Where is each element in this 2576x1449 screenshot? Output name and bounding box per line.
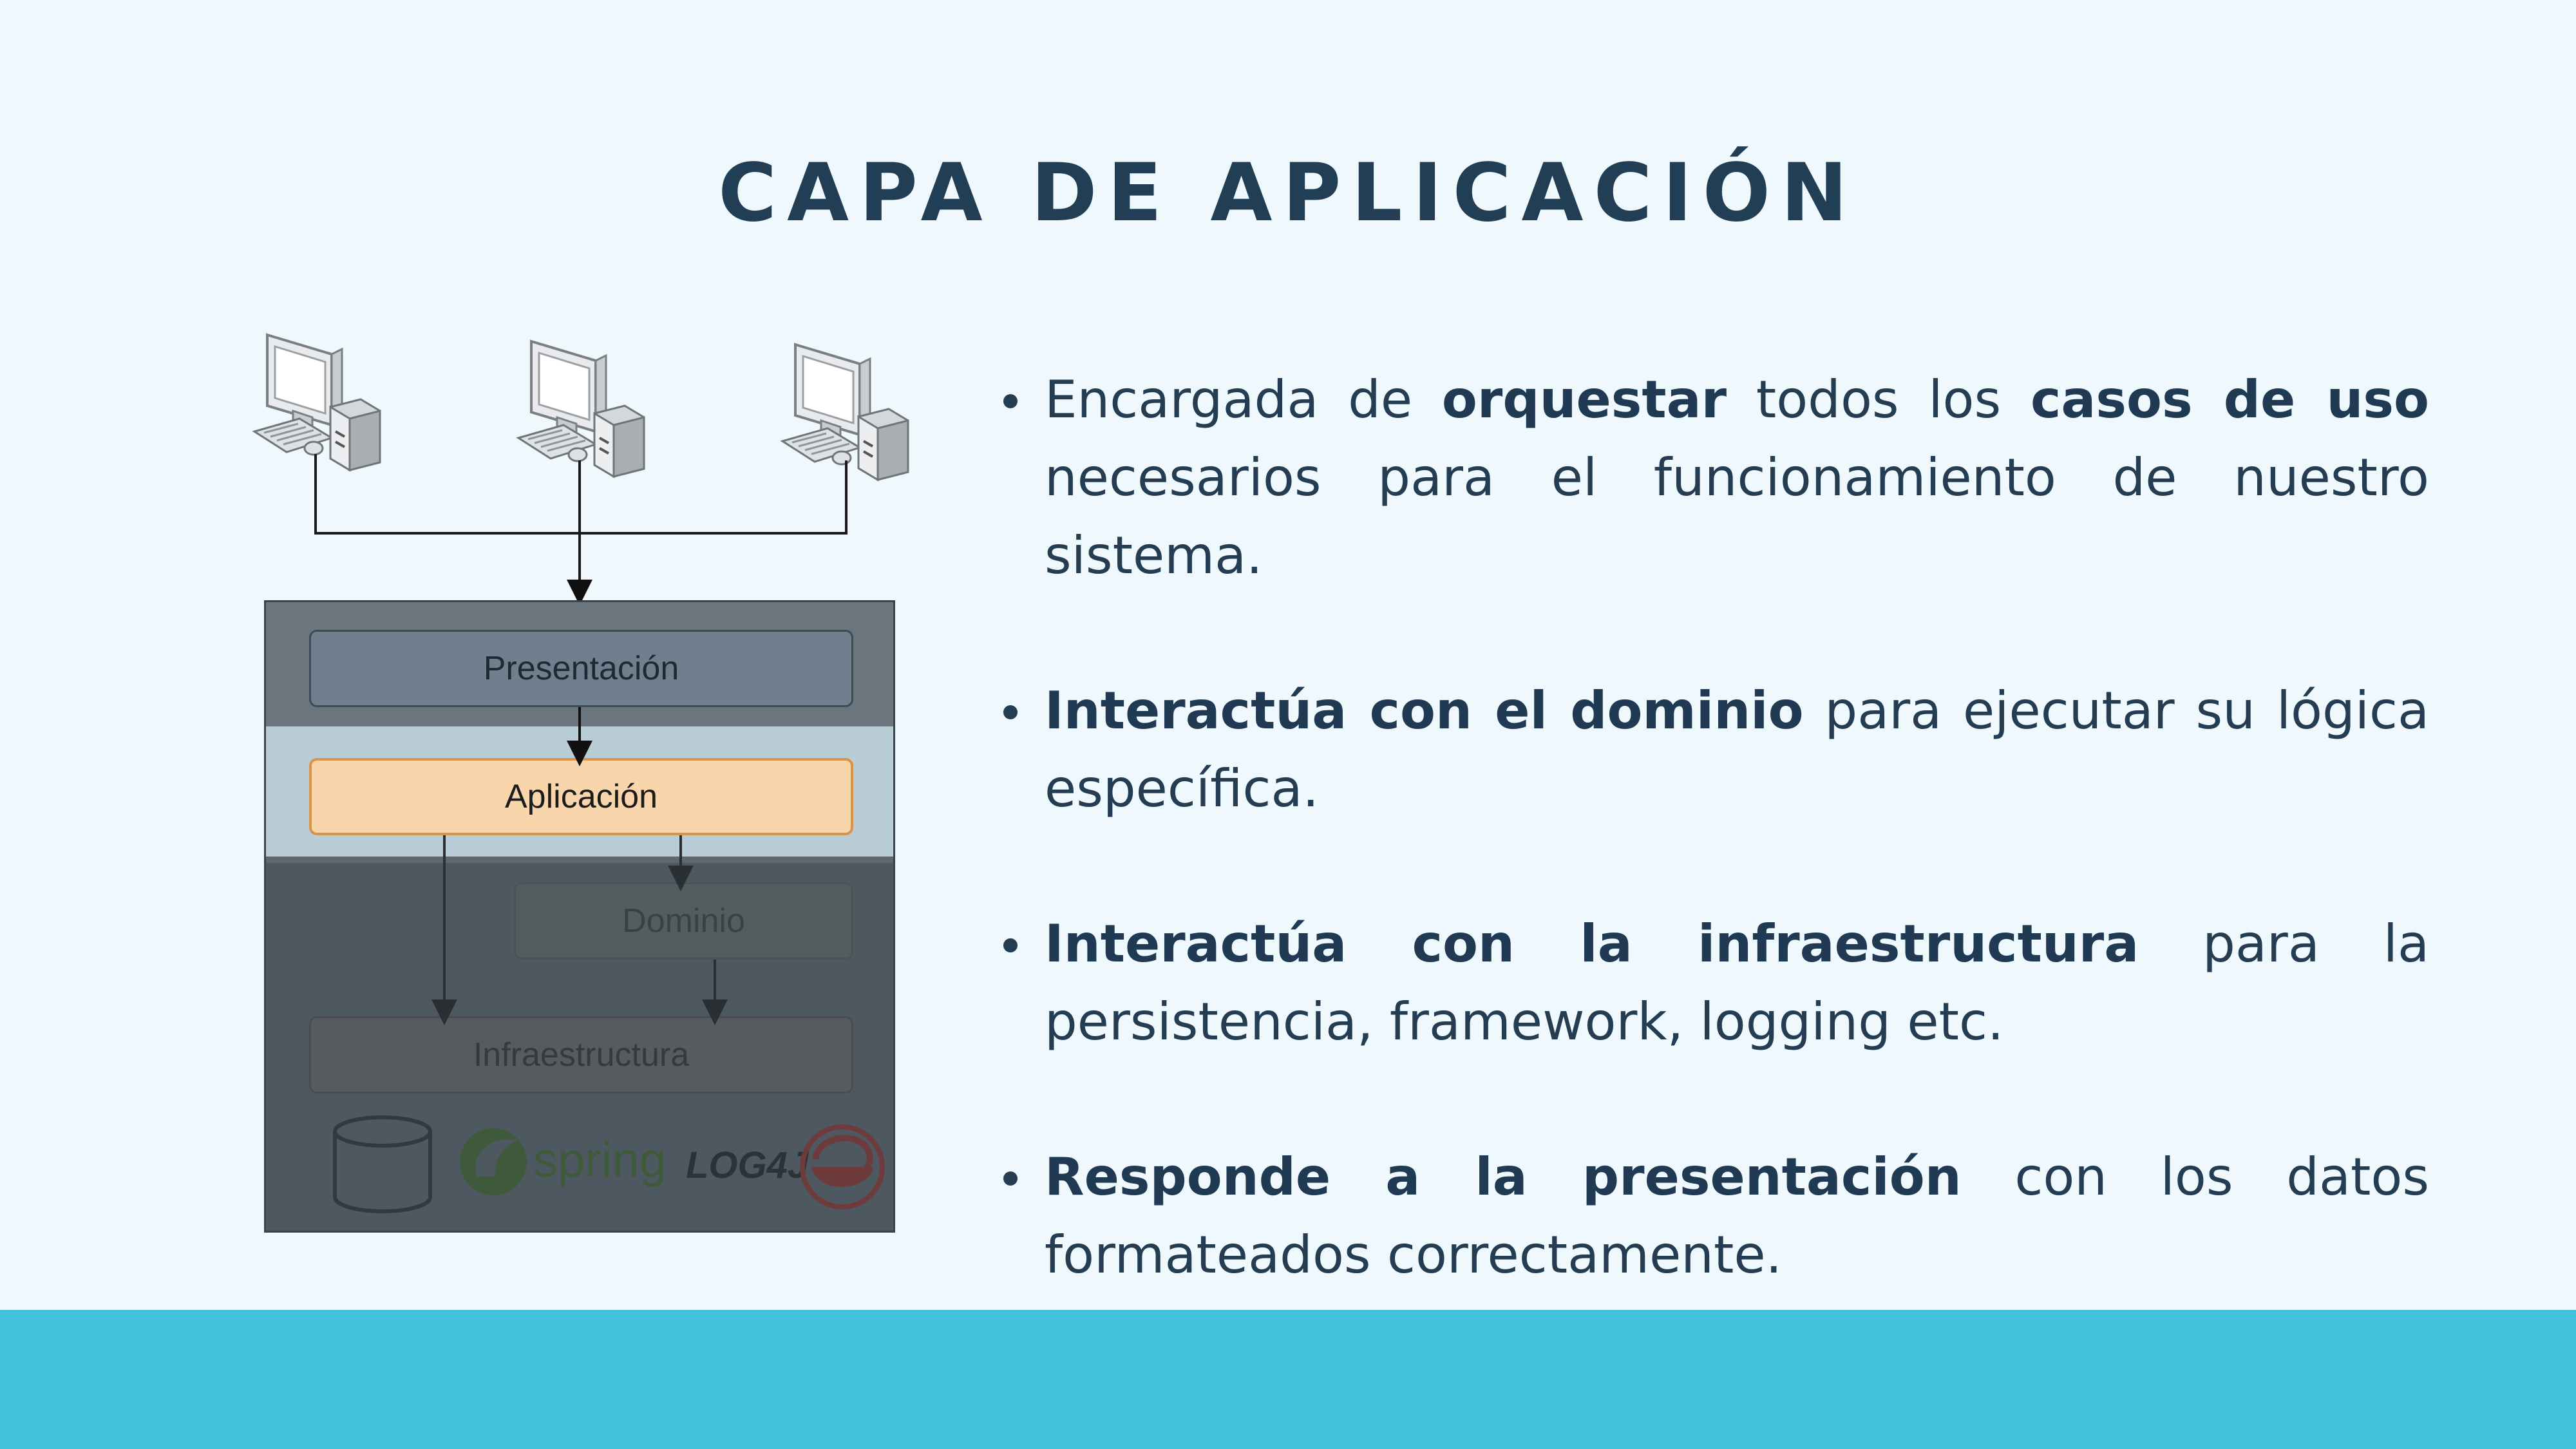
bullet-text: para la persistencia, framework, logging… xyxy=(1045,914,2429,1052)
architecture-diagram: Presentación Aplicación Dominio Infraest… xyxy=(0,0,966,1288)
bullet-dot-icon xyxy=(1003,394,1018,408)
layer-presentacion: Presentación xyxy=(309,630,853,707)
log4j-logo: LOG4J xyxy=(686,1144,810,1186)
bullet-item: Interactúa con el dominio para ejecutar … xyxy=(1002,672,2429,828)
bullet-text: necesarios para el funcionamiento de nue… xyxy=(1045,448,2429,585)
band-separator xyxy=(266,857,893,863)
bullet-bold-text: Responde a la presentación xyxy=(1045,1147,1962,1207)
computer-icon xyxy=(517,340,645,478)
database-icon xyxy=(333,1115,432,1213)
bullet-bold-text: casos de uso xyxy=(2030,370,2430,430)
computer-icon xyxy=(781,343,909,481)
bullet-text: con los datos formateados correctamente. xyxy=(1045,1147,2429,1285)
bullet-item: Encargada de orquestar todos los casos d… xyxy=(1002,361,2429,594)
bullet-item: Interactúa con la infraestructura para l… xyxy=(1002,905,2429,1061)
bullet-dot-icon xyxy=(1003,938,1018,952)
svg-text:spring: spring xyxy=(533,1133,667,1188)
bullet-item: Responde a la presentación con los datos… xyxy=(1002,1138,2429,1294)
bullet-bold-text: Interactúa con el dominio xyxy=(1045,681,1804,741)
layer-infraestructura: Infraestructura xyxy=(309,1016,853,1094)
computer-icon xyxy=(253,334,381,471)
layer-stack: Presentación Aplicación Dominio Infraest… xyxy=(264,600,895,1233)
bullet-list: Encargada de orquestar todos los casos d… xyxy=(1002,361,2429,1294)
bullet-bold-text: orquestar xyxy=(1441,370,1727,430)
svg-text:LOG4J: LOG4J xyxy=(686,1144,810,1186)
bottom-band xyxy=(0,1310,2576,1449)
bullet-text: para ejecutar su lógica específica. xyxy=(1045,681,2430,819)
bullet-text: todos los xyxy=(1727,370,2031,430)
bullet-bold-text: Interactúa con la infraestructura xyxy=(1045,914,2139,974)
stack-arrows: spring LOG4J xyxy=(333,707,885,1213)
slide-title: CAPA DE APLICACIÓN xyxy=(718,147,1858,240)
debian-logo xyxy=(800,1124,885,1209)
bullet-dot-icon xyxy=(1003,705,1018,719)
spring-logo: spring xyxy=(460,1128,667,1195)
layer-dominio: Dominio xyxy=(514,882,853,960)
connectors-layer xyxy=(253,334,909,605)
bullet-dot-icon xyxy=(1003,1171,1018,1186)
bullet-text: Encargada de xyxy=(1045,370,1442,430)
